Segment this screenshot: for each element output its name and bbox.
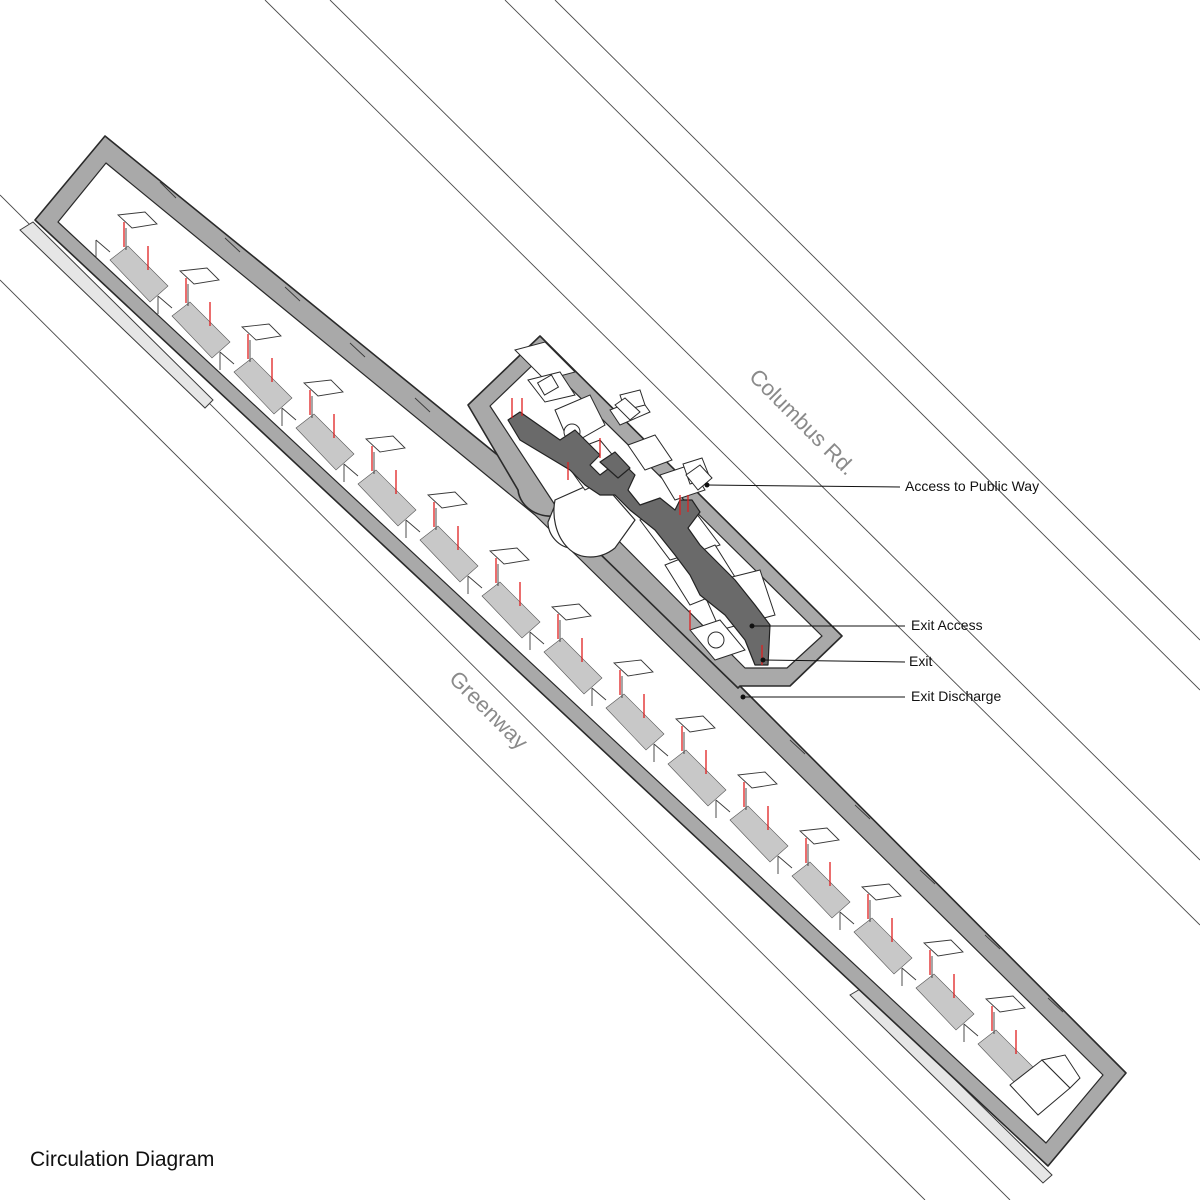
stall-module xyxy=(405,491,479,583)
callout-exit-access: Exit Access xyxy=(749,617,983,633)
svg-text:Exit Access: Exit Access xyxy=(911,617,983,633)
street-label-columbus: Columbus Rd. xyxy=(744,364,860,480)
svg-text:Exit: Exit xyxy=(909,653,932,669)
public-way-access-box xyxy=(614,397,713,491)
greenway-bench-north xyxy=(19,221,214,409)
entry-wedge xyxy=(553,479,636,558)
stall-module xyxy=(901,939,975,1031)
callout-exit: Exit xyxy=(760,653,932,669)
stall-module xyxy=(529,603,603,695)
svg-text:Exit Discharge: Exit Discharge xyxy=(911,688,1001,704)
stall-module xyxy=(467,547,541,639)
stall-module xyxy=(157,267,231,359)
stall-module xyxy=(715,771,789,863)
stall-module xyxy=(653,715,727,807)
callout-exit-discharge: Exit Discharge xyxy=(740,688,1001,704)
stall-module xyxy=(777,827,851,919)
stall-module xyxy=(219,323,293,415)
svg-text:Access to Public Way: Access to Public Way xyxy=(905,478,1039,494)
stall-module xyxy=(591,659,665,751)
wall-joints xyxy=(159,181,1064,1013)
greenway-bench-south xyxy=(849,987,1053,1184)
diagram-title: Circulation Diagram xyxy=(30,1148,215,1171)
exit-access-branch xyxy=(599,451,631,479)
stall-row xyxy=(95,211,1037,1087)
stall-module xyxy=(281,379,355,471)
street-label-greenway: Greenway xyxy=(444,666,533,755)
stall-module xyxy=(839,883,913,975)
end-block xyxy=(1009,1054,1081,1116)
exit-access-path xyxy=(507,411,771,666)
stall-module xyxy=(963,995,1037,1087)
stall-module xyxy=(343,435,417,527)
callout-access-public-way: Access to Public Way xyxy=(704,478,1039,494)
stall-module xyxy=(95,211,169,303)
